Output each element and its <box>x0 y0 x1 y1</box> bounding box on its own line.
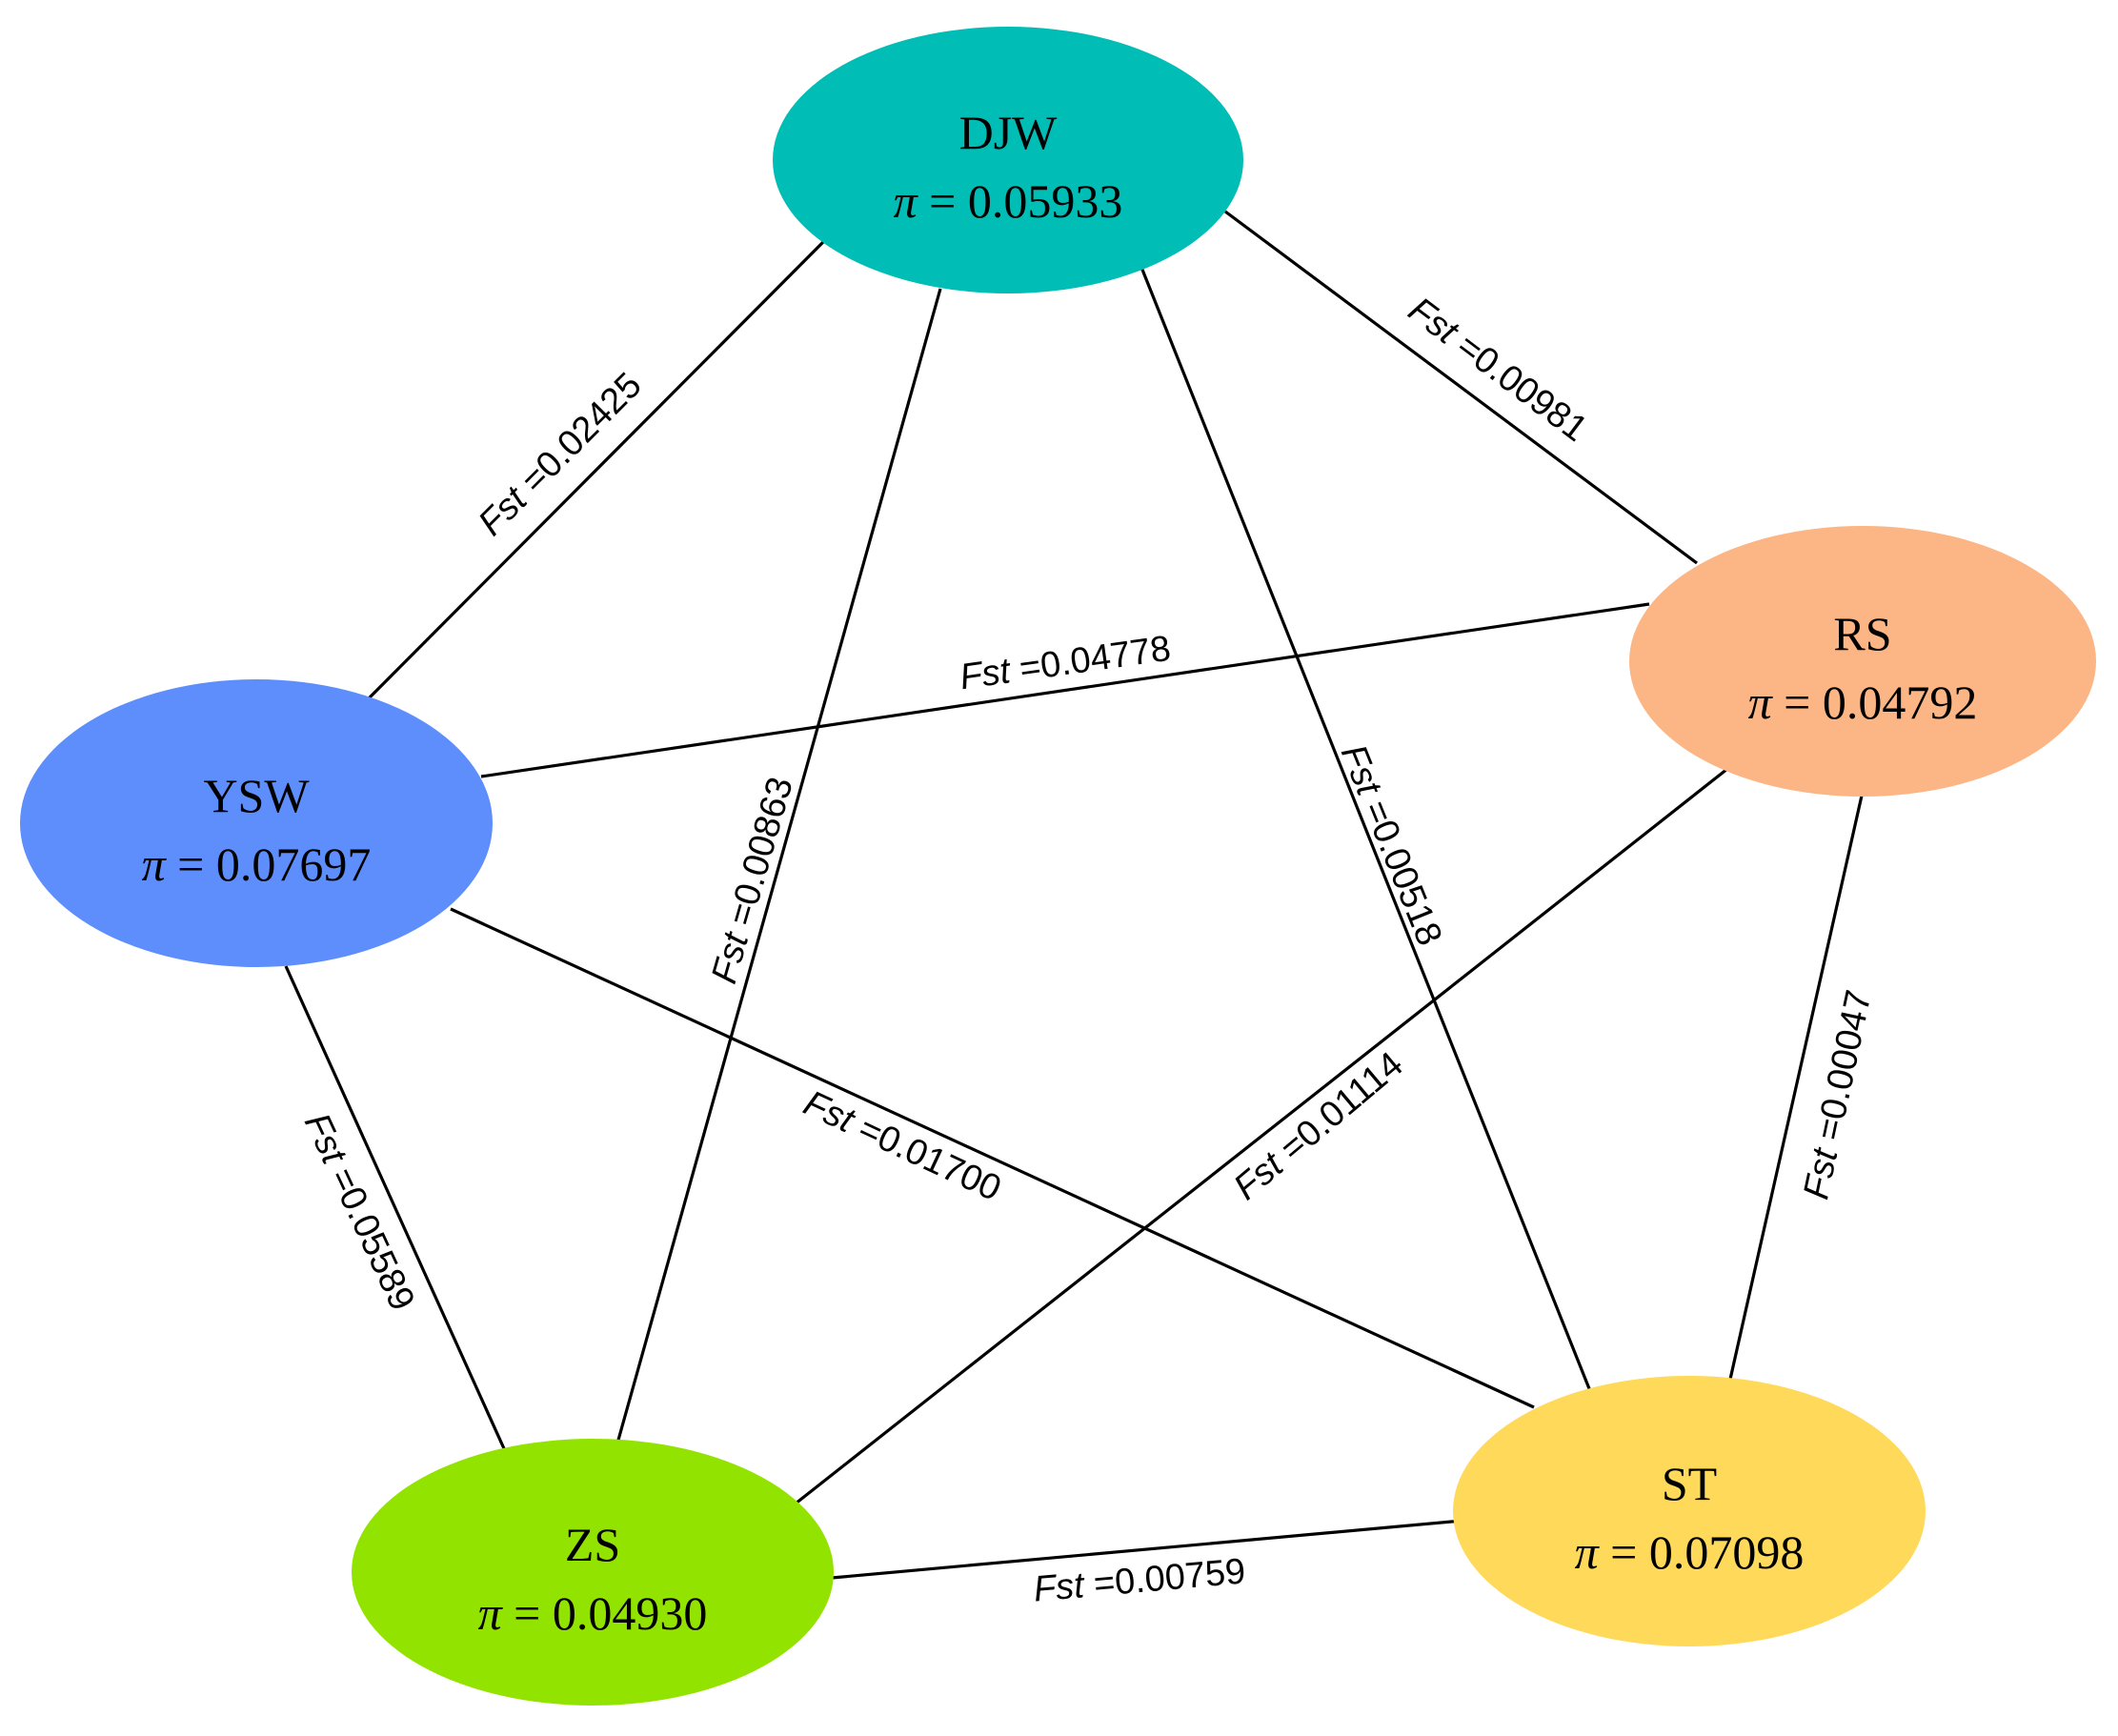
edge-ysw-rs <box>480 602 1650 778</box>
node-zs-ellipse <box>352 1439 834 1706</box>
node-ysw-name: YSW <box>203 769 310 822</box>
node-ysw: YSW π = 0.07697 <box>20 679 493 967</box>
fst-symbol: Fst <box>1032 1565 1087 1610</box>
pi-value: = 0.05933 <box>918 174 1123 228</box>
edge-label-rs-st: Fst =0.00047 <box>1796 987 1879 1203</box>
node-zs-name: ZS <box>565 1518 620 1571</box>
edge-djw-zs <box>614 288 942 1451</box>
edge-rs-st <box>1727 795 1864 1384</box>
edge-ysw-zs <box>284 965 509 1456</box>
node-rs-pi: π = 0.04792 <box>1748 676 1978 729</box>
pi-value: = 0.07098 <box>1599 1525 1805 1579</box>
fst-value: =0.00863 <box>718 773 801 939</box>
node-djw: DJW π = 0.05933 <box>773 27 1243 293</box>
node-zs: ZS π = 0.04930 <box>352 1439 834 1706</box>
node-rs: RS π = 0.04792 <box>1629 526 2096 797</box>
node-rs-name: RS <box>1833 607 1891 660</box>
edge-rs-zs <box>795 767 1728 1505</box>
edges-layer <box>284 210 1864 1580</box>
pi-symbol: π <box>1748 676 1774 729</box>
node-st-pi: π = 0.07098 <box>1575 1525 1805 1579</box>
fst-symbol: Fst <box>958 651 1015 697</box>
node-djw-name: DJW <box>959 106 1059 159</box>
node-djw-ellipse <box>773 27 1243 293</box>
edge-zs-st <box>831 1519 1463 1580</box>
edge-label-ysw-st: Fst =0.01700 <box>797 1083 1007 1209</box>
pi-value: = 0.07697 <box>166 838 372 891</box>
fst-value: =0.01114 <box>1265 1044 1411 1176</box>
edge-djw-ysw <box>363 239 826 704</box>
pi-symbol: π <box>1575 1525 1601 1579</box>
fst-value: =0.00518 <box>1352 786 1450 951</box>
fst-value: =0.04778 <box>1007 629 1173 691</box>
node-zs-pi: π = 0.04930 <box>478 1586 708 1640</box>
pi-symbol: π <box>894 174 919 228</box>
edge-label-djw-st: Fst =0.00518 <box>1333 739 1449 951</box>
node-ysw-pi: π = 0.07697 <box>142 838 372 891</box>
edge-label-djw-ysw: Fst =0.02425 <box>471 365 649 543</box>
edge-label-djw-rs: Fst =0.00981 <box>1401 290 1594 450</box>
edge-label-ysw-rs: Fst =0.04778 <box>958 629 1174 698</box>
pi-symbol: π <box>142 838 168 891</box>
pi-value: = 0.04792 <box>1772 676 1978 729</box>
fst-value: =0.01700 <box>843 1104 1007 1209</box>
fst-value: =0.00047 <box>1806 987 1879 1154</box>
node-st: ST π = 0.07098 <box>1453 1376 1926 1646</box>
edge-djw-st <box>1139 264 1592 1392</box>
node-st-name: ST <box>1662 1457 1717 1510</box>
fst-value: =0.00759 <box>1082 1551 1247 1605</box>
edge-label-rs-zs: Fst =0.01114 <box>1226 1044 1410 1208</box>
edge-label-ysw-zs: Fst =0.05589 <box>296 1107 422 1317</box>
edge-ysw-st <box>450 907 1535 1409</box>
node-djw-pi: π = 0.05933 <box>894 174 1123 228</box>
node-rs-ellipse <box>1629 526 2096 797</box>
edge-label-zs-st: Fst =0.00759 <box>1032 1551 1247 1609</box>
pi-symbol: π <box>478 1586 504 1640</box>
node-st-ellipse <box>1453 1376 1926 1646</box>
pi-value: = 0.04930 <box>502 1586 708 1640</box>
node-ysw-ellipse <box>20 679 493 967</box>
edge-djw-rs <box>1224 210 1698 565</box>
